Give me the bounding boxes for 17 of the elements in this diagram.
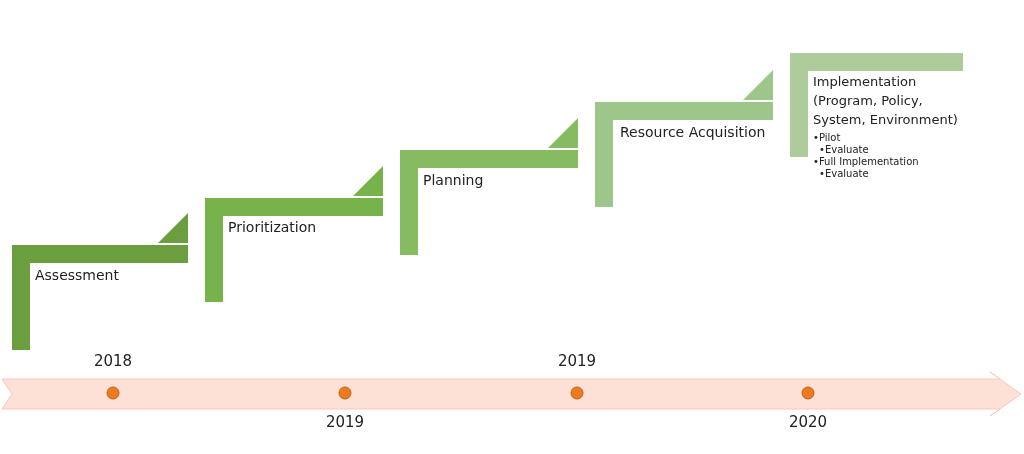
bullet-text: •Pilot (813, 132, 841, 143)
year-label: 2019 (325, 413, 365, 431)
year-label: 2020 (788, 413, 828, 431)
bullet-text: •Evaluate (819, 168, 869, 179)
year-label: 2019 (557, 352, 597, 370)
step-label: Resource Acquisition (620, 124, 766, 140)
step-label: Implementation (Program, Policy, System, Environment) (813, 73, 959, 129)
step-label: Prioritization (228, 219, 317, 235)
step-shape (205, 166, 383, 302)
step-label: Assessment (35, 267, 119, 283)
step-shape (595, 70, 773, 207)
step-label: Planning (423, 172, 484, 188)
step-shape (12, 213, 188, 350)
year-label: 2018 (93, 352, 133, 370)
bullet-text: •Evaluate (819, 144, 869, 155)
bullet-text: •Full Implementation (813, 156, 919, 167)
step-shape (400, 118, 578, 255)
